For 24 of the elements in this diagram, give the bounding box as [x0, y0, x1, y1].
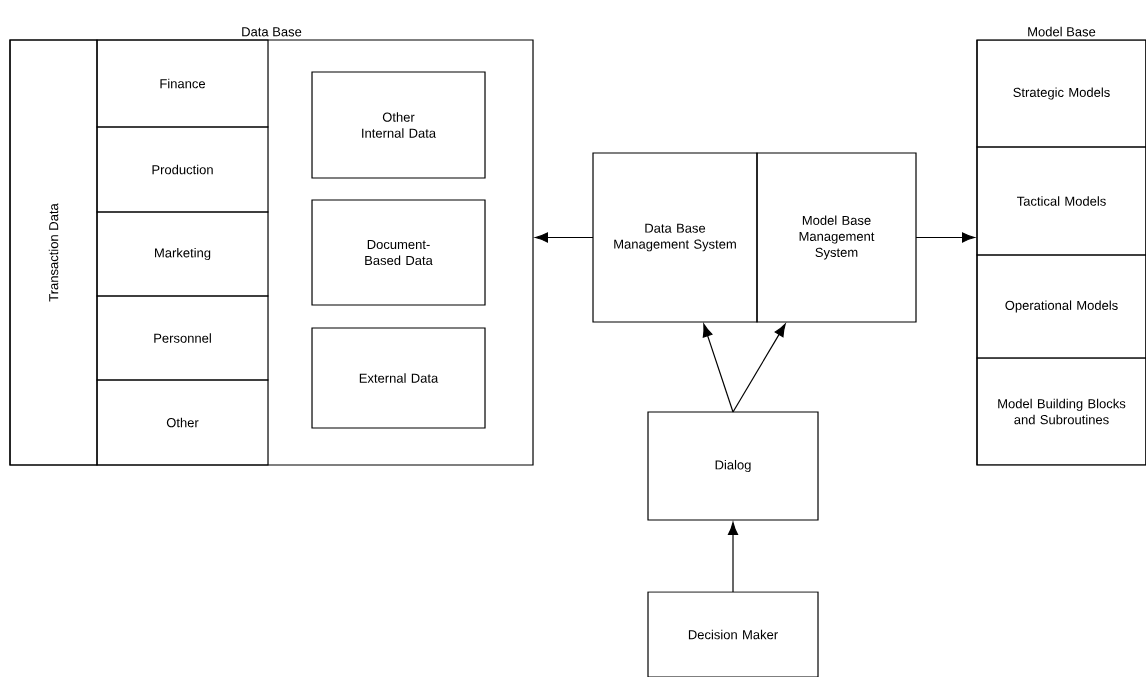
node-label: Data Base: [242, 27, 302, 37]
transaction-data-column: Transaction Data: [9, 39, 98, 466]
mbms-box: Model Base Management System: [756, 152, 917, 323]
category-box: Finance: [96, 39, 269, 128]
node-label: Model Base: [1028, 26, 1096, 37]
arrow: [915, 232, 976, 243]
dialog-box: Dialog: [647, 411, 819, 521]
data-box: External Data: [311, 327, 486, 429]
arrow: [727, 521, 739, 593]
decision-maker-box: Decision Maker: [647, 591, 819, 677]
model-box: Strategic Models: [976, 39, 1146, 148]
dbms-box: Data Base Management System: [592, 152, 758, 323]
arrow: [534, 232, 594, 243]
category-box: Other: [96, 379, 269, 466]
category-box: Marketing: [96, 211, 269, 297]
model-box: Model Building Blocks and Subroutines: [976, 357, 1146, 466]
arrow: [732, 323, 786, 413]
data-box: Other Internal Data: [311, 71, 486, 179]
arrow: [702, 323, 734, 413]
data-box: Document-Based Data: [311, 199, 486, 306]
category-box: Personnel: [96, 295, 269, 381]
model-box: Tactical Models: [976, 146, 1146, 256]
model-box: Operational Models: [976, 254, 1146, 359]
category-box: Production: [96, 126, 269, 213]
